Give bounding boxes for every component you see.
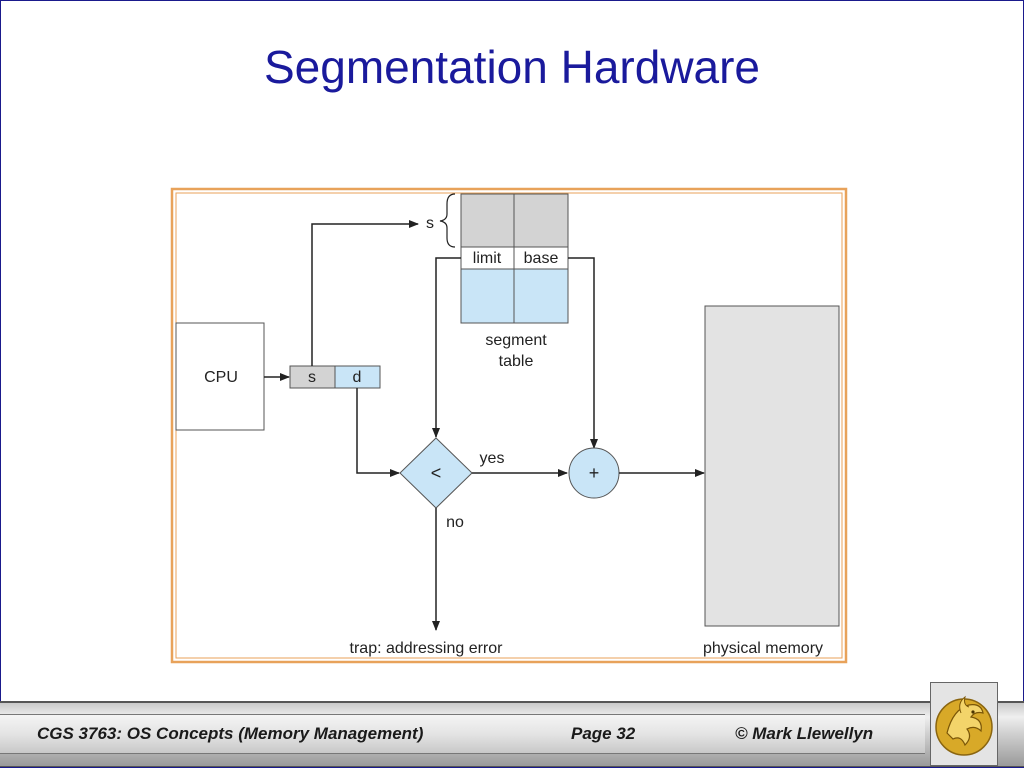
- segment-table-bottom-left: [460, 268, 515, 324]
- compare-symbol: <: [431, 463, 442, 483]
- footer-page: Page 32: [571, 724, 636, 743]
- segment-brace: [439, 193, 456, 248]
- segment-table-bottom-right: [513, 268, 569, 324]
- no-label: no: [446, 514, 464, 531]
- physical-memory-label: physical memory: [703, 640, 823, 657]
- yes-label: yes: [480, 450, 505, 467]
- trap-label: trap: addressing error: [350, 640, 504, 657]
- footer-inner-band: [0, 714, 925, 754]
- footer-course: CGS 3763: OS Concepts (Memory Management…: [37, 724, 424, 743]
- slide-title: Segmentation Hardware: [263, 41, 761, 93]
- segment-table-label-line2: table: [499, 353, 534, 370]
- logo-box: [930, 682, 998, 766]
- address-s-label: s: [308, 369, 316, 386]
- base-to-adder-arrow: [568, 257, 598, 449]
- physical-memory-box: [704, 305, 840, 627]
- segment-table-label-line1: segment: [485, 332, 547, 349]
- base-label: base: [524, 250, 559, 267]
- limit-to-compare-arrow: [432, 257, 461, 438]
- segment-table-top-left: [460, 193, 515, 248]
- segment-index-label: s: [426, 215, 434, 232]
- cpu-label: CPU: [204, 369, 238, 386]
- footer-copyright: © Mark Llewellyn: [735, 724, 874, 743]
- d-to-compare-arrow: [356, 388, 400, 477]
- gold-pegasus-logo-icon: [935, 695, 993, 756]
- address-d-label: d: [353, 369, 362, 386]
- limit-label: limit: [473, 250, 502, 267]
- adder-symbol: +: [589, 463, 600, 483]
- s-to-segment-arrow: [311, 220, 419, 366]
- segment-table-top-right: [513, 193, 569, 248]
